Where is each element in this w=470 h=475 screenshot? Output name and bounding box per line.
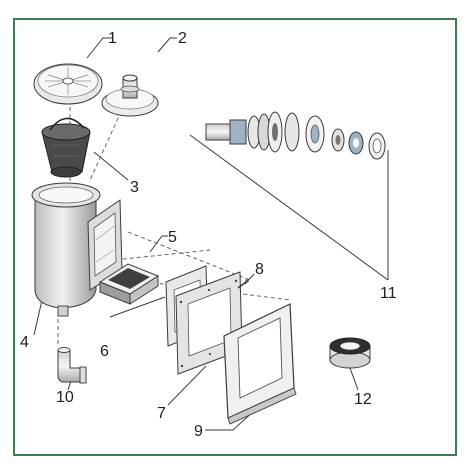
part-4-skimmer-body — [31, 182, 123, 317]
border-frame — [13, 18, 457, 456]
part-10-elbow — [57, 347, 87, 384]
part-3-basket — [41, 117, 91, 178]
part-number-10: 10 — [56, 389, 74, 406]
part-8-screw — [237, 279, 249, 289]
leader-lines — [33, 37, 389, 431]
part-number-3: 3 — [130, 179, 139, 196]
part-number-7: 7 — [157, 405, 166, 422]
part-number-12: 12 — [354, 391, 372, 408]
part-9-trim-cover — [223, 303, 297, 425]
part-number-11: 11 — [380, 285, 397, 302]
part-number-2: 2 — [178, 30, 187, 47]
part-5-weir — [98, 263, 160, 305]
part-number-1: 1 — [108, 30, 117, 47]
part-12-tape-roll — [329, 337, 371, 369]
part-1-lid — [33, 63, 103, 105]
part-11-return-fitting — [205, 111, 386, 160]
part-2-vacuum-plate — [101, 74, 159, 117]
part-number-9: 9 — [194, 423, 203, 440]
part-number-4: 4 — [20, 334, 29, 351]
part-number-6: 6 — [100, 343, 109, 360]
part-number-8: 8 — [255, 261, 264, 278]
part-number-5: 5 — [168, 229, 177, 246]
